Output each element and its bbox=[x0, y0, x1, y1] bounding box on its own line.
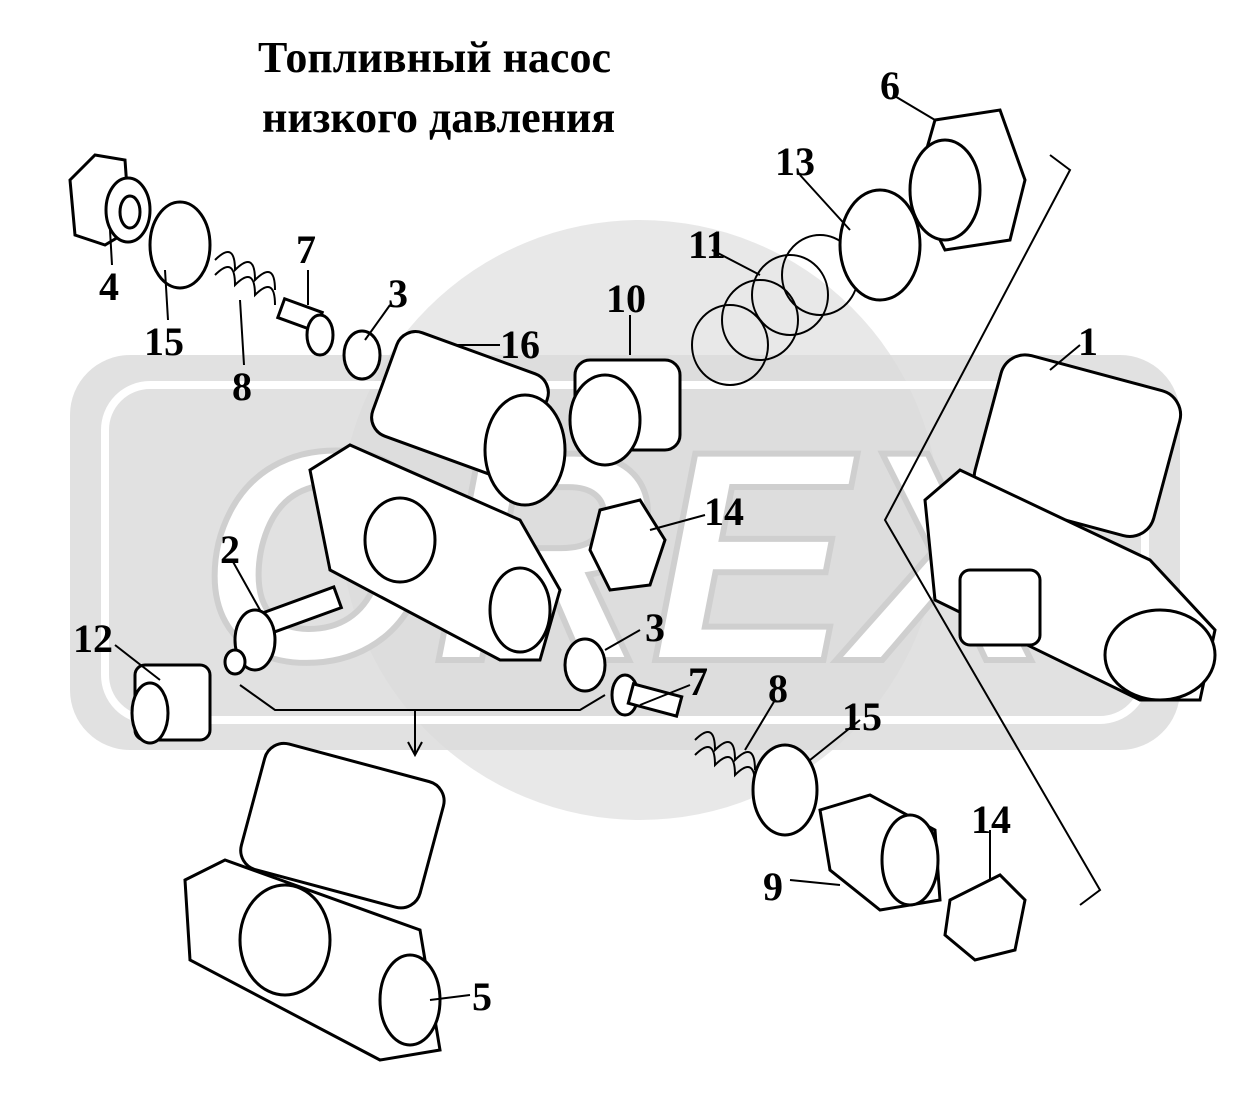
callout-3: 3 bbox=[388, 271, 408, 316]
diagram-title-line1: Топливный насос bbox=[258, 33, 611, 82]
callout-4: 4 bbox=[99, 264, 119, 309]
callout-15-lower: 15 bbox=[842, 694, 882, 739]
callout-11: 11 bbox=[688, 222, 726, 267]
pump-body bbox=[308, 443, 562, 662]
part-10-nut bbox=[568, 358, 682, 467]
part-9-fitting bbox=[818, 793, 942, 912]
callout-12: 12 bbox=[73, 616, 113, 661]
part-2-shaft bbox=[223, 585, 344, 676]
part-14-plug-lower bbox=[943, 873, 1027, 962]
part-8-spring-lower bbox=[694, 731, 756, 786]
callout-16: 16 bbox=[500, 322, 540, 367]
callout-8: 8 bbox=[232, 364, 252, 409]
part-4-fitting bbox=[68, 153, 152, 247]
part-13-ring bbox=[838, 188, 922, 302]
part-3-seat bbox=[342, 329, 382, 381]
part-12-plug bbox=[130, 663, 212, 745]
part-16-housing bbox=[370, 330, 567, 507]
part-15-gasket bbox=[148, 200, 212, 290]
part-14-plug bbox=[588, 498, 667, 592]
callout-13: 13 bbox=[775, 139, 815, 184]
callout-14: 14 bbox=[704, 489, 744, 534]
diagram-title-line2: низкого давления bbox=[262, 93, 615, 142]
callout-10: 10 bbox=[606, 276, 646, 321]
callout-5: 5 bbox=[472, 974, 492, 1019]
part-15-gasket-lower bbox=[751, 743, 819, 837]
callout-9: 9 bbox=[763, 864, 783, 909]
callout-1: 1 bbox=[1078, 319, 1098, 364]
part-6-cap bbox=[908, 108, 1027, 252]
callout-7-lower: 7 bbox=[688, 659, 708, 704]
callout-2: 2 bbox=[220, 527, 240, 572]
callout-3-lower: 3 bbox=[645, 605, 665, 650]
callout-14-lower: 14 bbox=[971, 797, 1011, 842]
part-1-assembly bbox=[923, 353, 1217, 702]
part-5-assembly bbox=[183, 741, 446, 1062]
leader-lines bbox=[109, 94, 1102, 1001]
callout-7: 7 bbox=[296, 227, 316, 272]
part-7-valve bbox=[275, 296, 335, 357]
callout-8-lower: 8 bbox=[768, 666, 788, 711]
part-8-spring bbox=[214, 251, 276, 306]
callout-6: 6 bbox=[880, 63, 900, 108]
part-3-seat-lower bbox=[563, 637, 607, 693]
callout-15: 15 bbox=[144, 319, 184, 364]
